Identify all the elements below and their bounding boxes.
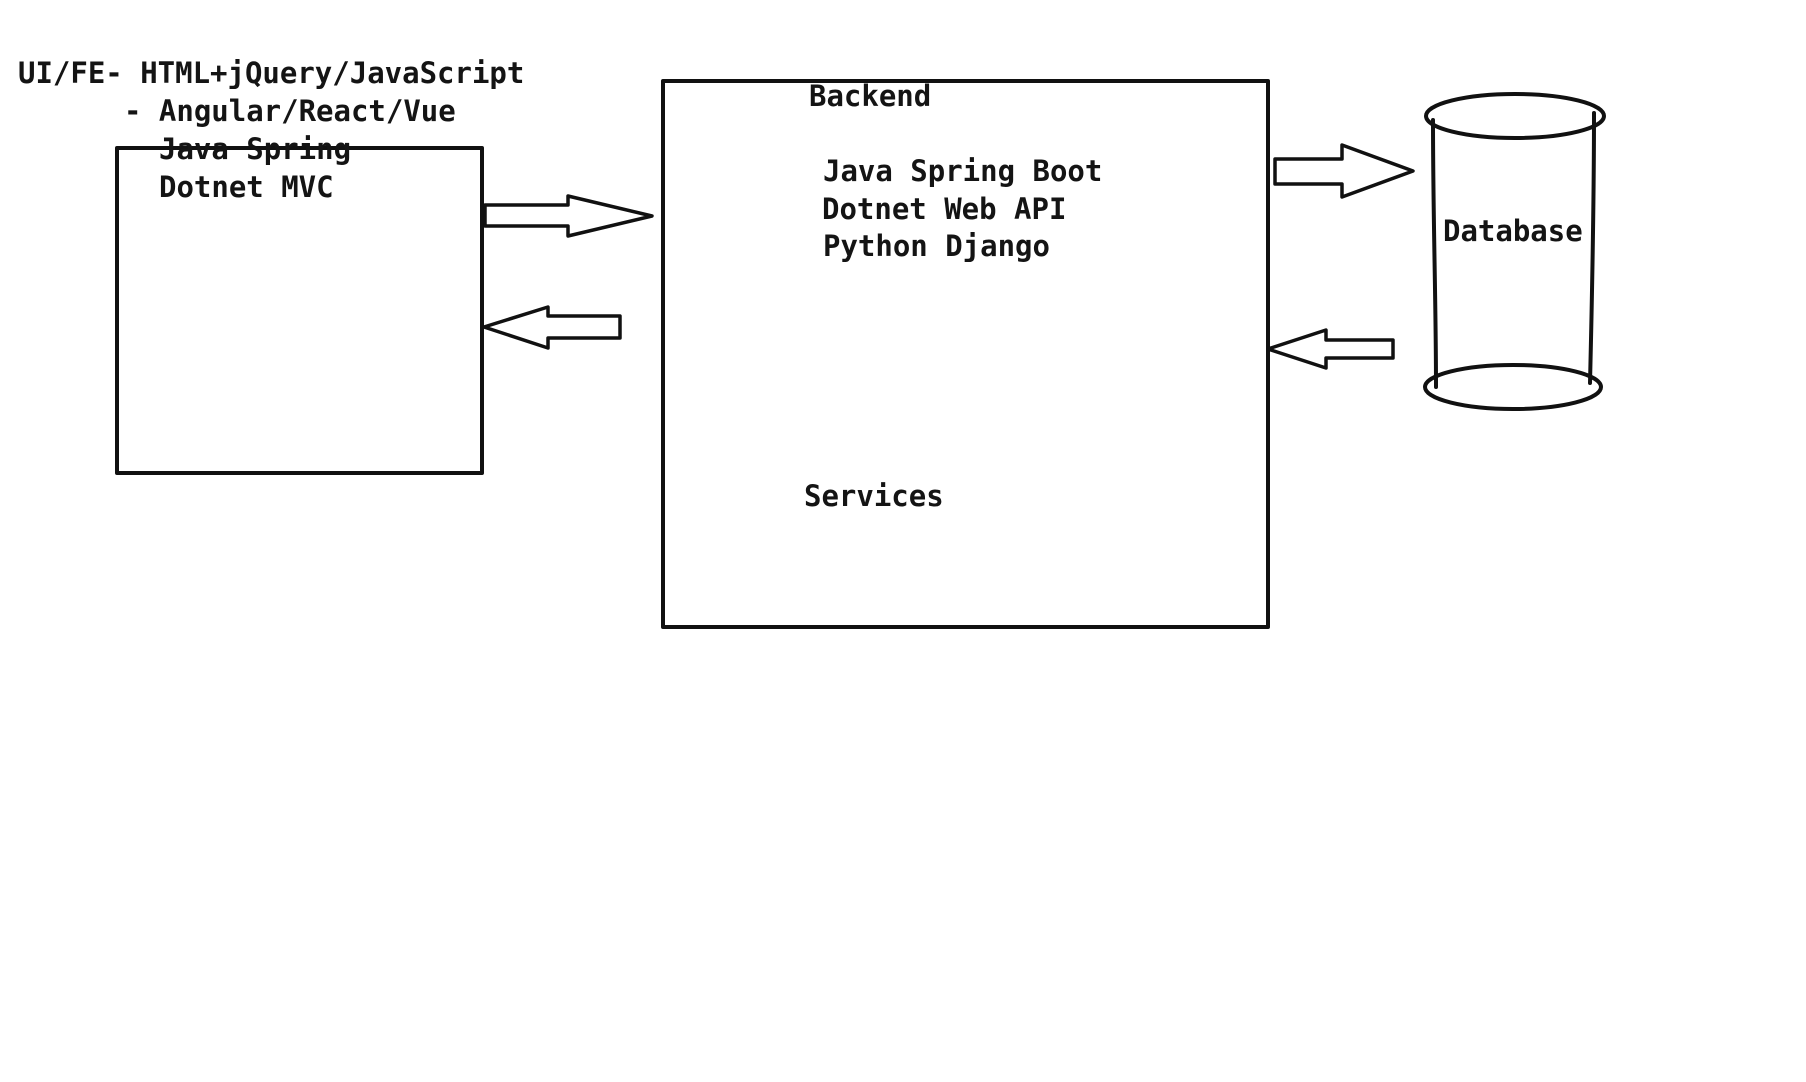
frontend-label-line2: - Angular/React/Vue <box>124 94 456 128</box>
backend-stack-1: Java Spring Boot <box>823 154 1102 188</box>
frontend-box <box>115 146 484 475</box>
frontend-label-line1: UI/FE- HTML+jQuery/JavaScript <box>18 56 524 90</box>
frontend-label-line4: Dotnet MVC <box>159 170 334 204</box>
backend-box <box>661 79 1270 629</box>
database-cylinder <box>1423 92 1606 411</box>
backend-stack-3: Python Django <box>823 229 1050 263</box>
database-label: Database <box>1443 214 1583 248</box>
result-arrow-left <box>1266 328 1395 370</box>
frontend-label-line3: Java Spring <box>159 132 351 166</box>
backend-services-label: Services <box>804 479 944 513</box>
backend-title: Backend <box>809 79 931 113</box>
query-arrow-right <box>1273 143 1415 199</box>
response-arrow-left <box>482 305 622 350</box>
backend-stack-2: Dotnet Web API <box>822 192 1066 226</box>
request-arrow-right <box>483 194 654 238</box>
